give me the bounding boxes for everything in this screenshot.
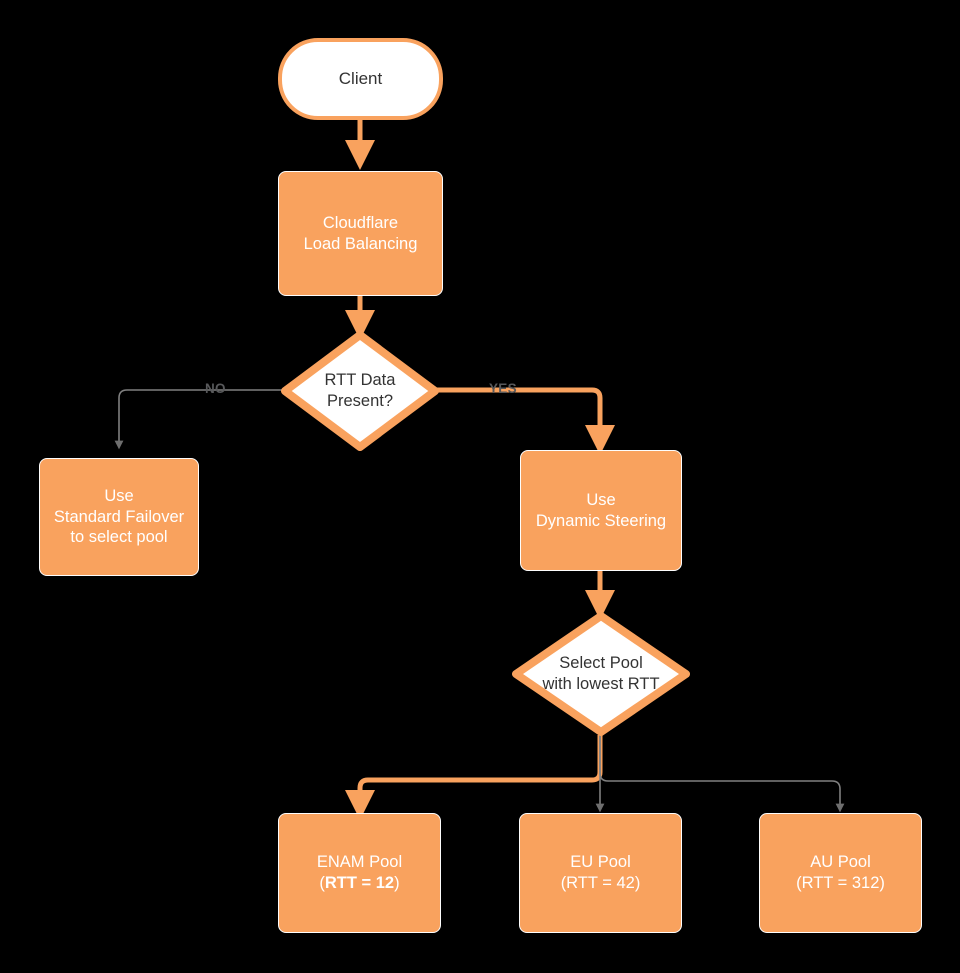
node-eu-pool-line2: (RTT = 42)	[560, 874, 641, 892]
node-au-pool-line1: AU Pool	[810, 853, 871, 872]
node-select-pool-line2: with lowest RTT	[542, 675, 660, 693]
node-rtt-decision-line1: RTT Data	[324, 371, 396, 390]
node-standard-failover-line1: Use	[104, 487, 134, 506]
node-dynamic-steering[interactable]: Use Dynamic Steering	[520, 450, 682, 571]
edge-rtt-decision-yes-to-dynamic-steering	[437, 387, 615, 455]
node-au-pool[interactable]: AU Pool (RTT = 312)	[759, 813, 922, 933]
node-standard-failover[interactable]: Use Standard Failover to select pool	[39, 458, 199, 576]
node-load-balancing-line1: Cloudflare	[322, 213, 399, 232]
node-enam-pool-rtt-open: (	[319, 874, 325, 892]
node-eu-pool[interactable]: EU Pool (RTT = 42)	[519, 813, 682, 933]
node-enam-pool[interactable]: ENAM Pool (RTT = 12)	[278, 813, 441, 933]
node-select-pool-line1: Select Pool	[559, 654, 643, 673]
node-select-pool[interactable]: Select Pool with lowest RTT	[512, 612, 690, 736]
edge-label-no: NO	[205, 381, 226, 396]
node-enam-pool-rtt-value: RTT = 12	[324, 874, 395, 892]
node-rtt-decision-line2: Present?	[326, 392, 394, 410]
node-enam-pool-rtt: (RTT = 12)	[317, 873, 402, 894]
edge-select-pool-to-au-pool	[599, 735, 845, 813]
edge-select-pool-to-enam-pool	[345, 735, 603, 820]
node-client-label: Client	[338, 69, 383, 89]
node-standard-failover-line2: Standard Failover	[53, 507, 185, 526]
node-standard-failover-line3: to select pool	[70, 528, 168, 547]
select-pool-diamond-shape	[512, 612, 690, 736]
edge-label-yes: YES	[489, 381, 517, 396]
rtt-decision-diamond-shape	[281, 331, 439, 451]
node-load-balancing-line2: Load Balancing	[303, 234, 418, 253]
node-client[interactable]: Client	[278, 38, 443, 120]
node-eu-pool-line1: EU Pool	[570, 853, 631, 872]
node-load-balancing[interactable]: Cloudflare Load Balancing	[278, 171, 443, 296]
node-enam-pool-line1: ENAM Pool	[316, 853, 403, 872]
node-rtt-decision-label: RTT Data Present?	[281, 331, 439, 451]
node-rtt-decision[interactable]: RTT Data Present?	[281, 331, 439, 451]
edge-rtt-decision-no-to-standard-failover	[114, 389, 283, 450]
node-enam-pool-rtt-close: )	[394, 874, 400, 892]
node-dynamic-steering-line2: Dynamic Steering	[535, 511, 667, 530]
node-au-pool-line2: (RTT = 312)	[796, 874, 885, 892]
node-dynamic-steering-line1: Use	[586, 490, 616, 509]
node-select-pool-label: Select Pool with lowest RTT	[512, 612, 690, 736]
